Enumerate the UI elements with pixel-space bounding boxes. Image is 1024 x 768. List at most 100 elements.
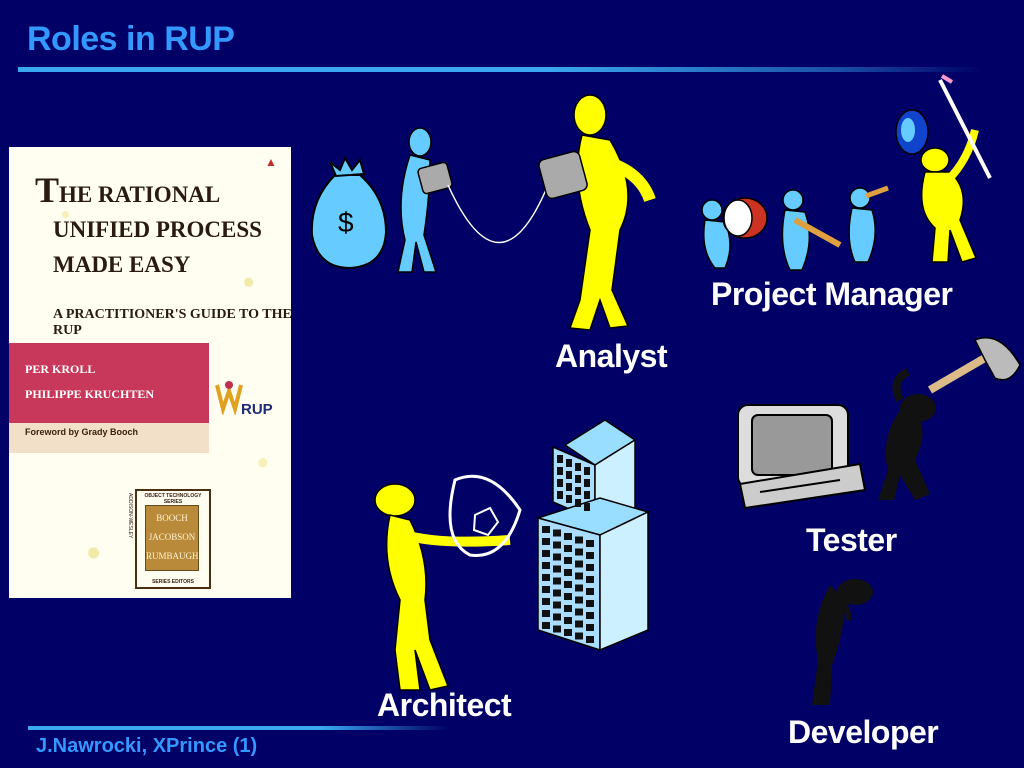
series-names: BOOCH JACOBSON RUMBAUGH bbox=[145, 505, 199, 571]
building-window bbox=[553, 613, 561, 621]
architect-figure-icon bbox=[374, 474, 522, 691]
book-author-band bbox=[9, 343, 209, 423]
book-subtitle: A PRACTITIONER'S GUIDE TO THE RUP bbox=[53, 307, 291, 338]
series-name: BOOCH bbox=[156, 513, 188, 523]
building-window bbox=[586, 612, 594, 619]
string-line bbox=[447, 184, 549, 243]
building-window bbox=[575, 487, 581, 495]
building-window bbox=[564, 605, 572, 612]
book-title-line1: HE RATIONAL bbox=[59, 182, 221, 207]
building-window bbox=[575, 536, 583, 544]
building-window bbox=[542, 574, 550, 581]
publisher-logo-icon: ▲ bbox=[265, 155, 277, 169]
series-name: RUMBAUGH bbox=[146, 551, 199, 561]
book-author: PHILIPPE KRUCHTEN bbox=[25, 387, 155, 401]
building-window bbox=[566, 459, 572, 467]
building-window bbox=[575, 620, 583, 628]
money-bag-icon: $ bbox=[310, 155, 388, 270]
project-manager-figure-icon bbox=[895, 74, 992, 263]
computer-icon bbox=[737, 404, 867, 510]
building-window bbox=[575, 608, 583, 616]
marching-band-icon bbox=[701, 185, 889, 271]
book-foreword: Foreword by Grady Booch bbox=[25, 427, 139, 437]
rup-logo-text: RUP bbox=[241, 401, 273, 418]
building-window bbox=[586, 564, 594, 571]
building-window bbox=[566, 471, 572, 479]
building-window bbox=[575, 463, 581, 471]
building-window bbox=[557, 455, 563, 463]
building-window bbox=[586, 624, 594, 631]
building-window bbox=[575, 596, 583, 604]
book-author: PER KROLL bbox=[25, 362, 96, 376]
book-title: THE RATIONAL UNIFIED PROCESS MADE EASY bbox=[35, 170, 285, 282]
footer-rule bbox=[28, 726, 448, 730]
role-label-tester: Tester bbox=[806, 522, 897, 558]
building-window bbox=[553, 541, 561, 549]
building-window bbox=[566, 495, 572, 503]
book-title-initial: T bbox=[35, 170, 60, 210]
building-window bbox=[575, 632, 583, 640]
building-window bbox=[557, 467, 563, 475]
book-authors: PER KROLL PHILIPPE KRUCHTEN bbox=[25, 357, 154, 407]
slide-title: Roles in RUP bbox=[27, 20, 235, 58]
role-label-developer: Developer bbox=[788, 714, 939, 750]
building-window bbox=[564, 557, 572, 564]
building-window bbox=[564, 533, 572, 540]
building-window bbox=[553, 565, 561, 573]
building-window bbox=[575, 548, 583, 556]
building-window bbox=[586, 540, 594, 547]
book-foreword-band bbox=[9, 423, 209, 453]
building-window bbox=[553, 577, 561, 585]
building-window bbox=[542, 598, 550, 605]
building-window bbox=[542, 610, 550, 617]
book-cover-image: ▲ THE RATIONAL UNIFIED PROCESS MADE EASY… bbox=[9, 147, 291, 598]
building-window bbox=[586, 588, 594, 595]
building-window bbox=[586, 576, 594, 583]
building-window bbox=[553, 589, 561, 597]
building-window bbox=[564, 569, 572, 576]
building-window bbox=[575, 475, 581, 483]
building-window bbox=[586, 552, 594, 559]
building-window bbox=[566, 483, 572, 491]
tester-figure-icon bbox=[878, 337, 1021, 500]
building-window bbox=[564, 545, 572, 552]
developer-figure-icon bbox=[812, 579, 873, 705]
building-icon bbox=[535, 419, 651, 652]
building-window bbox=[542, 622, 550, 629]
series-bottom: SERIES EDITORS bbox=[152, 579, 194, 585]
role-label-project-manager: Project Manager bbox=[711, 276, 953, 312]
building-window bbox=[584, 467, 590, 475]
building-window bbox=[553, 553, 561, 561]
building-window bbox=[575, 584, 583, 592]
building-window bbox=[553, 625, 561, 633]
title-underline bbox=[18, 67, 983, 72]
series-name: JACOBSON bbox=[148, 532, 196, 542]
book-title-line2: UNIFIED PROCESS bbox=[53, 217, 262, 242]
slide-footer: J.Nawrocki, XPrince (1) bbox=[36, 735, 258, 757]
building-window bbox=[575, 572, 583, 580]
building-window bbox=[564, 581, 572, 588]
svg-text:$: $ bbox=[338, 207, 354, 238]
building-window bbox=[553, 601, 561, 609]
book-series-badge: OBJECT TECHNOLOGY SERIES BOOCH JACOBSON … bbox=[135, 489, 211, 589]
building-window bbox=[575, 499, 581, 507]
customer-figure-icon bbox=[397, 127, 453, 273]
building-window bbox=[564, 617, 572, 624]
building-window bbox=[542, 550, 550, 557]
analyst-figure-icon bbox=[538, 94, 656, 331]
rup-logo-icon bbox=[215, 381, 243, 415]
building-windows bbox=[542, 455, 594, 643]
building-window bbox=[542, 562, 550, 569]
building-window bbox=[542, 586, 550, 593]
building-window bbox=[557, 479, 563, 487]
book-title-line3: MADE EASY bbox=[53, 252, 191, 277]
series-top: OBJECT TECHNOLOGY SERIES bbox=[144, 493, 202, 505]
building-window bbox=[564, 629, 572, 636]
building-window bbox=[584, 491, 590, 499]
building-window bbox=[584, 503, 590, 511]
building-window bbox=[542, 538, 550, 545]
building-window bbox=[553, 529, 561, 537]
building-window bbox=[564, 593, 572, 600]
building-window bbox=[584, 479, 590, 487]
role-label-analyst: Analyst bbox=[555, 338, 668, 374]
